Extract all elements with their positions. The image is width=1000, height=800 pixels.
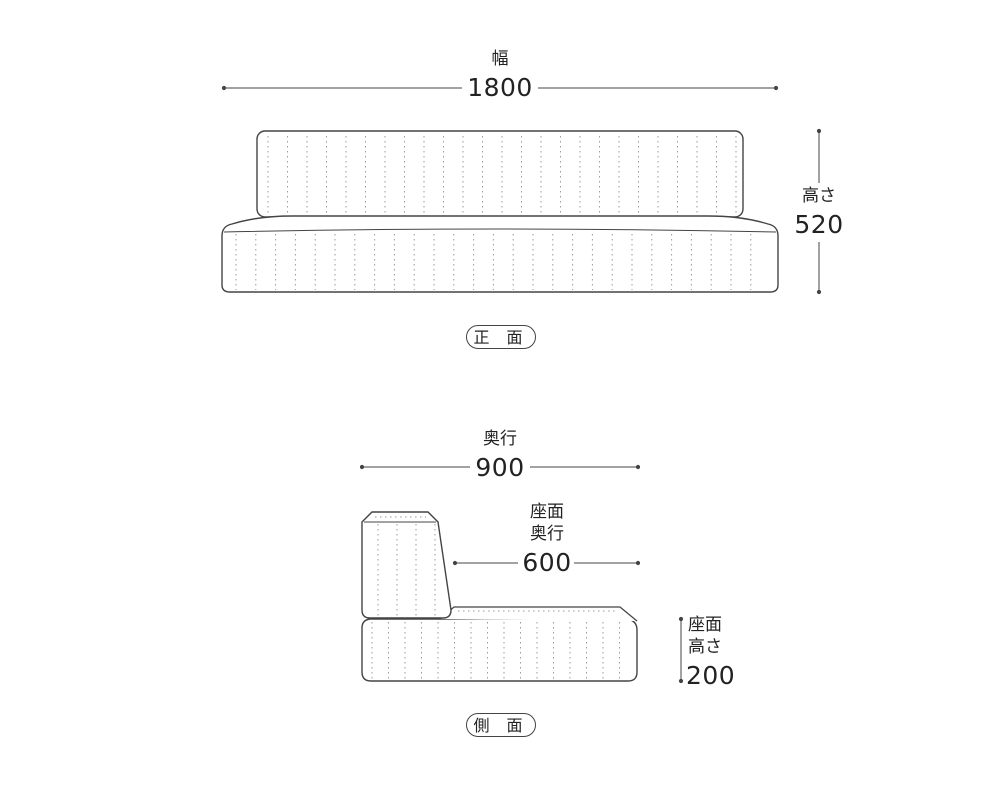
- front-view-caption: 正 面: [466, 325, 536, 349]
- seat-depth-label-line2: 奥行: [530, 524, 564, 544]
- seat-depth-dimension-line: [452, 560, 641, 566]
- side-view-caption: 側 面: [466, 713, 536, 737]
- seat-height-label-line1: 座面: [688, 615, 722, 635]
- front-width-dimension-line: [221, 85, 779, 91]
- side-depth-dimension-line: [359, 464, 641, 470]
- front-seat-cushion: [221, 215, 779, 293]
- side-depth-value: 900: [475, 453, 525, 482]
- seat-height-label-line2: 高さ: [688, 637, 722, 657]
- front-height-value: 520: [794, 210, 844, 239]
- side-seat-cushion: [361, 606, 638, 682]
- front-backrest: [256, 130, 744, 218]
- front-height-label: 高さ: [802, 186, 836, 206]
- seat-depth-label-line1: 座面: [530, 502, 564, 522]
- side-backrest: [361, 511, 452, 619]
- front-width-value: 1800: [467, 73, 533, 102]
- seat-depth-value: 600: [522, 548, 572, 577]
- seat-height-dimension-line: [678, 616, 684, 684]
- side-depth-label: 奥行: [483, 429, 517, 449]
- seat-height-value: 200: [686, 661, 736, 690]
- front-height-dimension-line: [816, 128, 822, 295]
- front-width-label: 幅: [491, 49, 509, 69]
